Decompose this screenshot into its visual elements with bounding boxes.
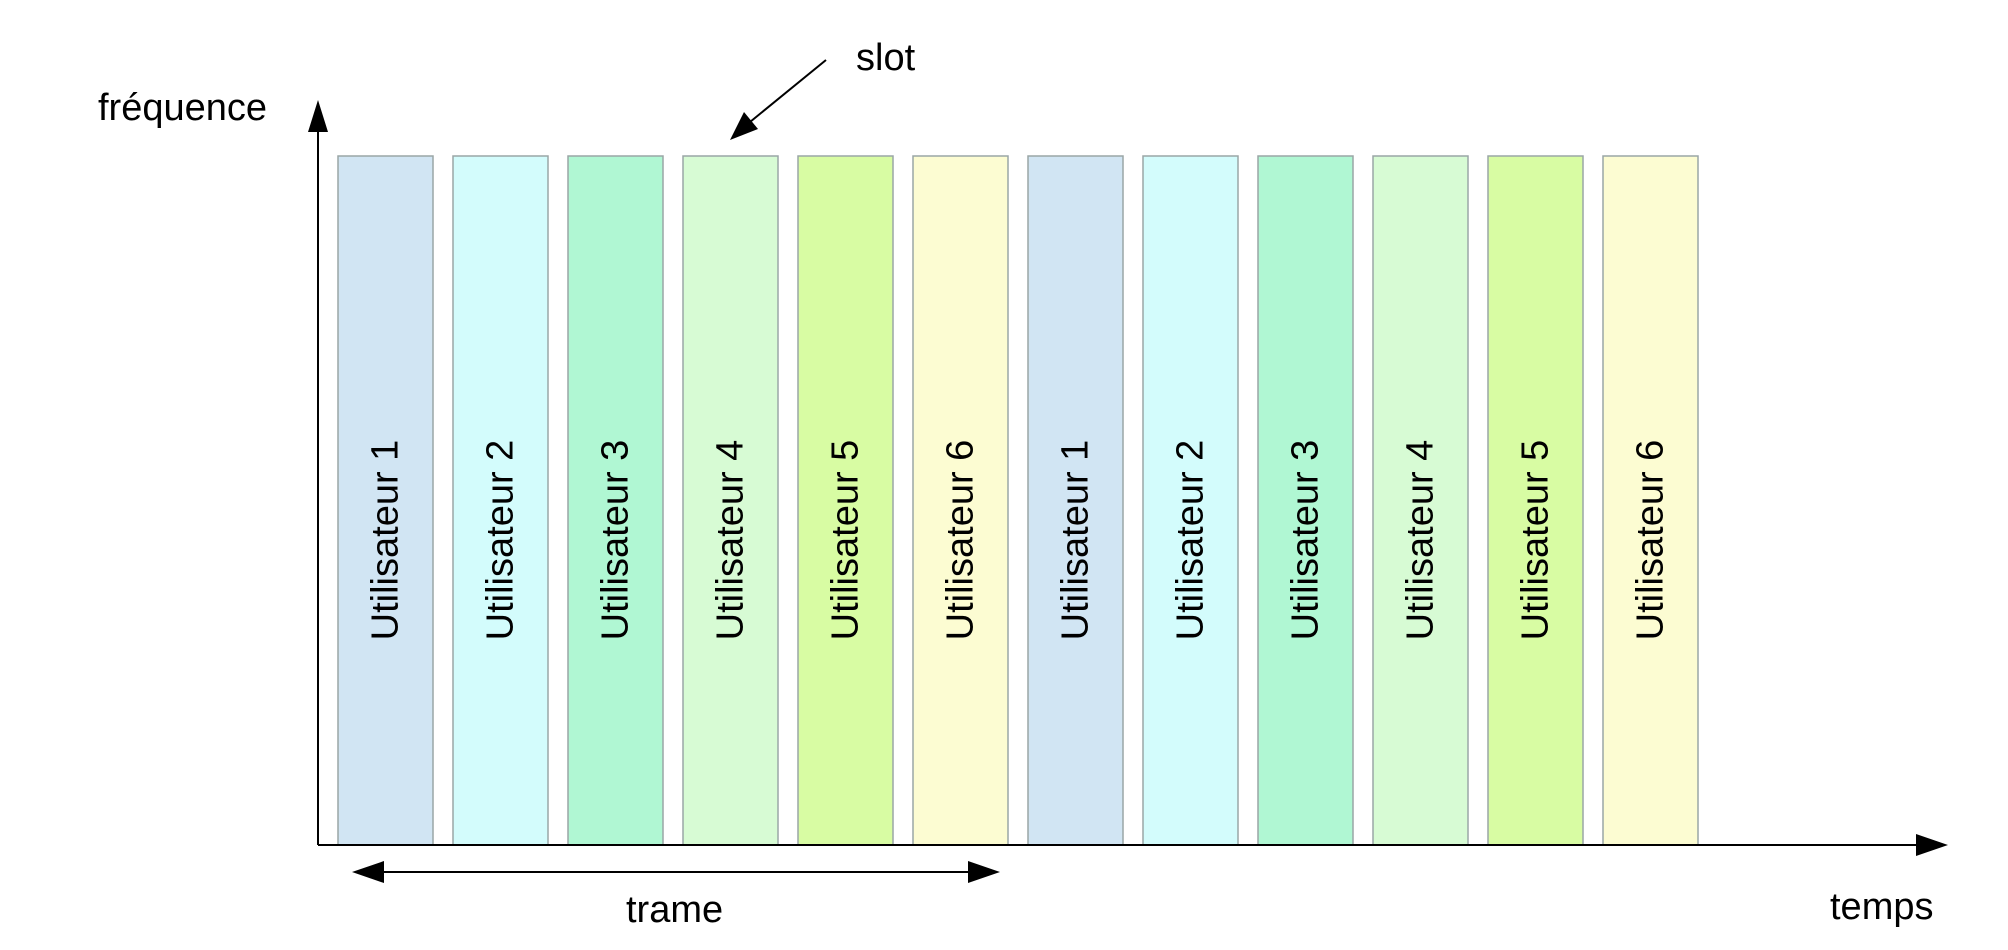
slot-8: [1142, 155, 1239, 846]
slot-label-2: Utilisateur 2: [480, 440, 522, 641]
slot-pointer-line: [749, 59, 827, 123]
slot-11: [1487, 155, 1584, 846]
y-axis-label: fréquence: [98, 87, 267, 129]
slot-label-8: Utilisateur 2: [1170, 440, 1212, 641]
slot-label-9: Utilisateur 3: [1285, 440, 1327, 641]
frame-label: trame: [626, 889, 723, 931]
frame-arrow-right-head: [968, 861, 1000, 883]
slot-label-4: Utilisateur 4: [710, 440, 752, 641]
slot-annotation-label: slot: [856, 37, 916, 79]
slot-label-6: Utilisateur 6: [940, 440, 982, 641]
slot-label-3: Utilisateur 3: [595, 440, 637, 641]
slot-5: [797, 155, 894, 846]
slot-6: [912, 155, 1009, 846]
slot-label-10: Utilisateur 4: [1400, 440, 1442, 641]
slot-1: [337, 155, 434, 846]
slot-12: [1602, 155, 1699, 846]
frame-arrow-left-head: [352, 861, 384, 883]
slot-label-5: Utilisateur 5: [825, 440, 867, 641]
slot-pointer-arrowhead: [730, 112, 758, 140]
slot-2: [452, 155, 549, 846]
slot-label-11: Utilisateur 5: [1515, 440, 1557, 641]
slot-label-12: Utilisateur 6: [1630, 440, 1672, 641]
slot-label-1: Utilisateur 1: [365, 440, 407, 641]
x-axis-arrowhead: [1916, 834, 1948, 856]
slot-4: [682, 155, 779, 846]
x-axis-label: temps: [1830, 886, 1933, 928]
slot-3: [567, 155, 664, 846]
slots-group: Utilisateur 1 Utilisateur 2 Utilisateur 3 U…: [337, 155, 1699, 846]
slot-10: [1372, 155, 1469, 846]
slot-label-7: Utilisateur 1: [1055, 440, 1097, 641]
y-axis-arrowhead: [308, 100, 328, 132]
